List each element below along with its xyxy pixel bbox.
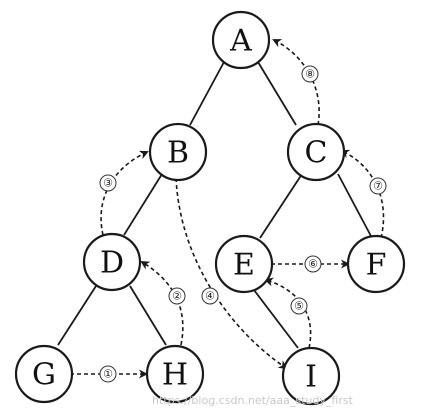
node-label-f: F [366, 248, 387, 283]
node-label-c: C [305, 136, 328, 171]
tree-node-h: H [145, 344, 205, 404]
node-label-g: G [32, 358, 56, 393]
edge-d-g [57, 285, 97, 346]
step-label-6: ⑥ [308, 258, 318, 271]
thread-arrow-8 [272, 39, 320, 126]
node-label-i: I [305, 360, 317, 395]
tree-node-a: A [211, 10, 271, 70]
step-badge-bg [168, 287, 186, 305]
step-label-2: ② [172, 290, 182, 303]
tree-node-d: D [82, 232, 142, 292]
thread-arrow-2 [140, 260, 184, 346]
node-label-h: H [162, 358, 188, 393]
thread-arrow-7 [340, 149, 385, 239]
tree-node-b: B [148, 122, 208, 182]
thread-arrows [70, 39, 385, 379]
tree-node-f: F [346, 234, 406, 294]
step-label-8: ⑧ [305, 68, 315, 81]
step-label-7: ⑦ [373, 180, 383, 193]
step-badge-bg [301, 65, 319, 83]
tree-node-i: I [281, 346, 341, 406]
thread-arrow-3 [100, 150, 149, 236]
watermark-text: https://blog.csdn.net/aaa_study_first [152, 394, 354, 407]
tree-nodes: A B C D E F G H [14, 10, 406, 406]
step-badge-bg [99, 174, 117, 192]
edge-a-c [257, 61, 297, 126]
node-label-d: D [100, 246, 124, 281]
tree-node-c: C [286, 122, 346, 182]
edge-b-d [123, 173, 163, 236]
node-label-a: A [229, 24, 252, 59]
step-label-3: ③ [103, 177, 113, 190]
step-badge-bg [201, 287, 219, 305]
step-badges: ① ② ③ ④ ⑤ ⑥ ⑦ ⑧ [99, 65, 387, 383]
edge-a-b [189, 61, 225, 126]
step-badge-bg [304, 255, 322, 273]
edge-c-f [337, 173, 373, 239]
tree-node-g: G [14, 344, 74, 404]
edge-d-h [129, 285, 167, 346]
step-label-4: ④ [205, 290, 215, 303]
node-label-e: E [233, 248, 255, 283]
step-label-1: ① [103, 368, 113, 381]
step-badge-bg [369, 177, 387, 195]
node-label-b: B [167, 136, 189, 171]
edge-c-e [259, 173, 303, 239]
step-label-5: ⑤ [294, 300, 304, 313]
step-badge-bg [290, 297, 308, 315]
tree-edges [57, 61, 373, 349]
thread-arrow-4 [175, 177, 288, 370]
edge-e-i [253, 289, 299, 349]
step-badge-bg [99, 365, 117, 383]
tree-node-e: E [214, 234, 274, 294]
